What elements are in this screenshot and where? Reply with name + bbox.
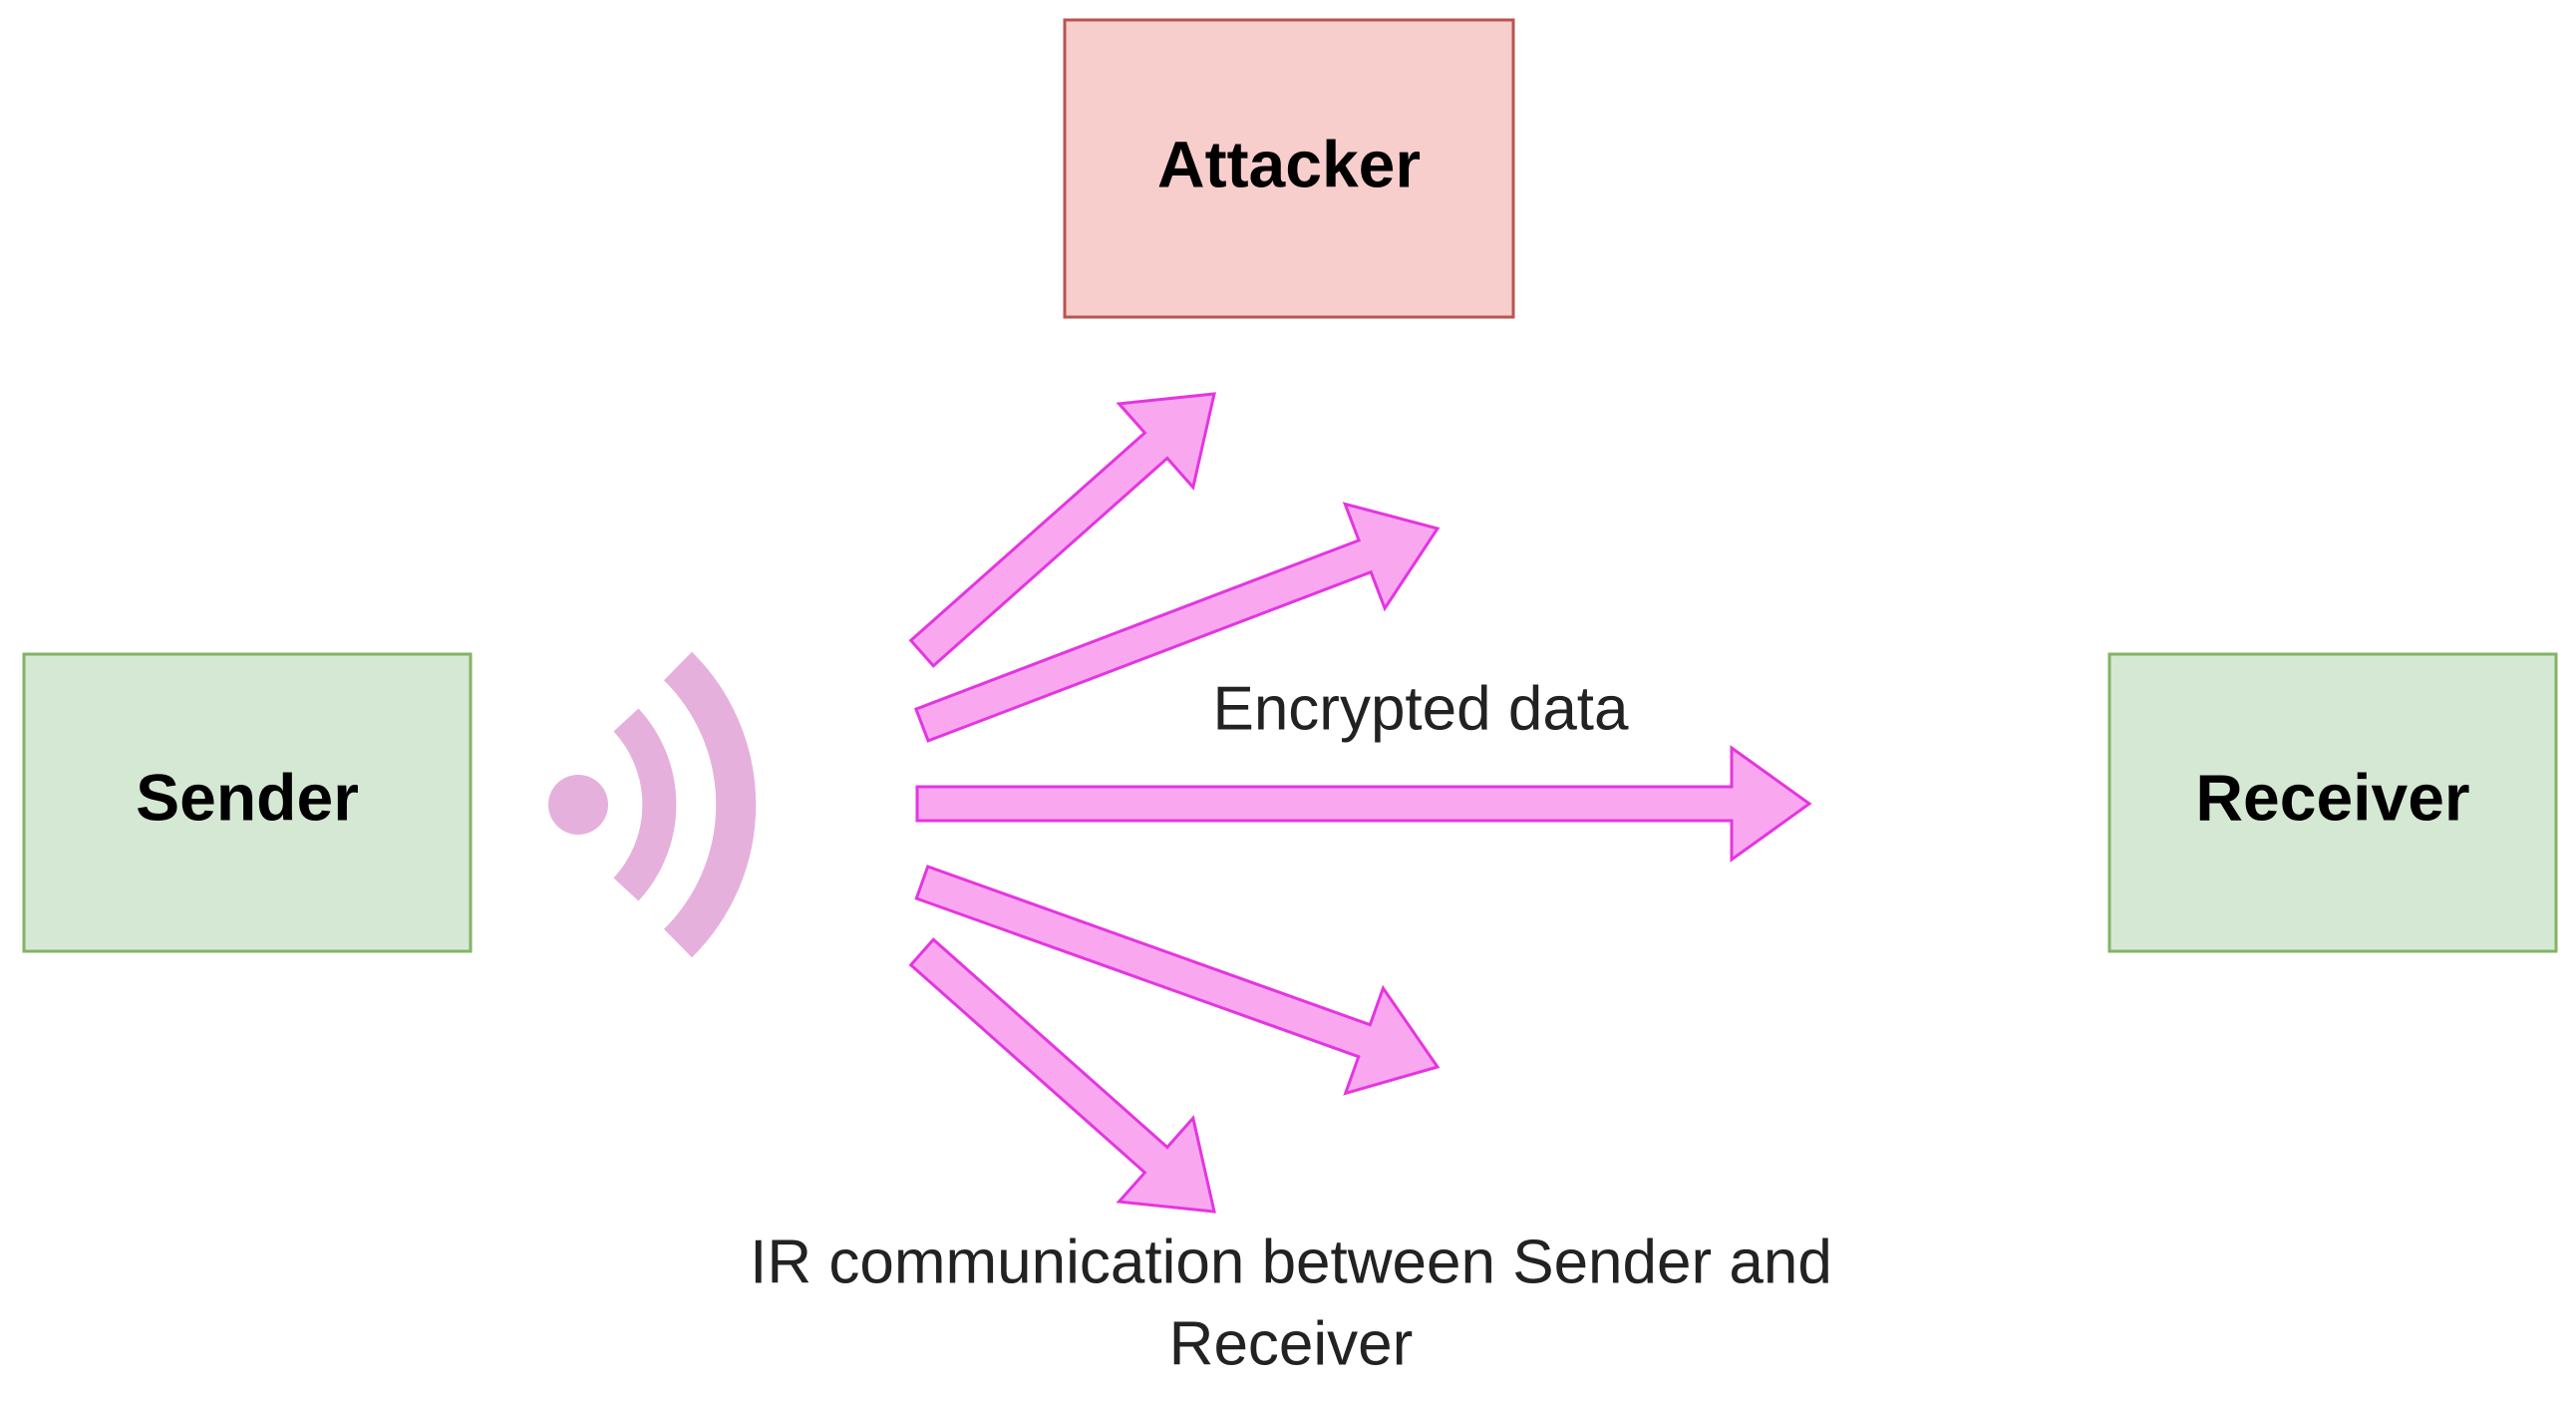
receiver-label: Receiver bbox=[2195, 760, 2469, 834]
signal-dot bbox=[548, 775, 608, 835]
sender-node: Sender bbox=[22, 652, 473, 953]
receiver-node: Receiver bbox=[2107, 652, 2558, 953]
sender-box bbox=[22, 652, 473, 953]
sender-label: Sender bbox=[136, 760, 359, 834]
receiver-box bbox=[2107, 652, 2558, 953]
arrow-down-steep bbox=[908, 937, 1216, 1214]
signal-wave-outer bbox=[663, 651, 757, 958]
arrow-middle bbox=[915, 745, 1812, 863]
signal-wave-inner bbox=[613, 708, 677, 901]
arrow-down-shallow bbox=[914, 865, 1441, 1096]
arrow-up-shallow bbox=[913, 502, 1441, 743]
attacker-label: Attacker bbox=[1157, 127, 1421, 200]
encrypted-data-label: Encrypted data bbox=[1212, 674, 1629, 743]
wireless-signal-icon bbox=[548, 651, 757, 958]
arrow-group bbox=[908, 392, 1812, 1214]
caption-line-1: IR communication between Sender and bbox=[750, 1227, 1832, 1296]
caption-line-2: Receiver bbox=[1169, 1309, 1414, 1378]
attacker-node: Attacker bbox=[1063, 18, 1515, 319]
attacker-box bbox=[1063, 18, 1515, 319]
arrow-up-steep bbox=[908, 392, 1216, 668]
